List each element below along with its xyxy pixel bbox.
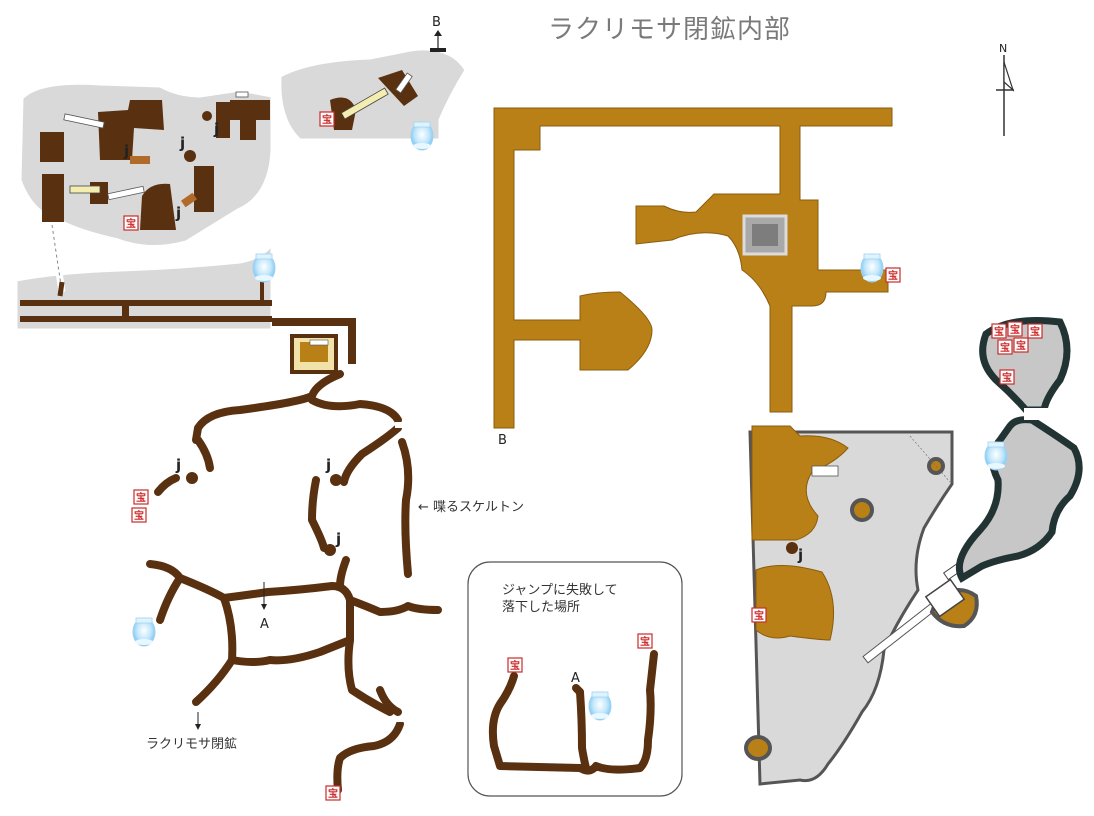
lower-east-cave: j (744, 425, 979, 786)
inset-caption-line2: 落下した場所 (502, 600, 580, 615)
treasure-chest-icon: 宝 (751, 607, 767, 623)
svg-text:宝: 宝 (134, 509, 144, 522)
svg-text:宝: 宝 (328, 787, 338, 800)
jump-point-label: j (213, 120, 219, 138)
treasure-chest-icon: 宝 (1013, 337, 1029, 353)
svg-text:宝: 宝 (322, 113, 332, 126)
inset-point-a-label: A (571, 671, 580, 686)
jump-point-label: j (335, 530, 341, 548)
treasure-chest-icon: 宝 (325, 785, 341, 801)
treasure-chest-icon: 宝 (997, 339, 1013, 355)
treasure-chest-icon: 宝 (885, 267, 901, 283)
point-a-label: A (260, 617, 269, 632)
svg-text:宝: 宝 (510, 659, 520, 672)
warp-crystal-icon (588, 691, 612, 721)
treasure-chest-icon: 宝 (123, 215, 139, 231)
treasure-chest-icon: 宝 (1007, 321, 1023, 337)
svg-text:宝: 宝 (1010, 323, 1020, 336)
warp-crystal-icon (132, 617, 156, 647)
central-passages: A ラクリモサ閉鉱 ← 喋るスケルトン j j j (146, 318, 524, 794)
talking-skeleton-label: ← 喋るスケルトン (418, 500, 524, 515)
exit-b-bottom-label: B (498, 433, 507, 448)
treasure-chest-icon: 宝 (319, 111, 335, 127)
map-title: ラクリモサ閉鉱内部 (548, 15, 791, 45)
north-arrow-icon: N (996, 42, 1015, 136)
treasure-chest-icon: 宝 (999, 369, 1015, 385)
exit-lacrimosa-label: ラクリモサ閉鉱 (146, 736, 237, 752)
warp-crystal-icon (410, 121, 434, 151)
treasure-chest-icon: 宝 (133, 489, 149, 505)
warp-crystal-icon (252, 253, 276, 283)
svg-text:宝: 宝 (1002, 371, 1012, 384)
treasure-chest-icon: 宝 (637, 633, 653, 649)
svg-text:宝: 宝 (888, 269, 898, 282)
inset-caption-line1: ジャンプに失敗して (502, 583, 618, 598)
svg-text:宝: 宝 (1000, 341, 1010, 354)
upper-west-cave: B j j j j (14, 15, 468, 332)
gold-main-hall: B (493, 107, 893, 448)
treasure-chest-icon: 宝 (507, 657, 523, 673)
north-label: N (999, 42, 1007, 55)
fall-location-inset: ジャンプに失敗して 落下した場所 A (467, 561, 683, 797)
svg-text:宝: 宝 (1016, 339, 1026, 352)
svg-text:宝: 宝 (994, 325, 1004, 338)
exit-b-top-label: B (432, 15, 441, 30)
treasure-chest-icon: 宝 (1027, 323, 1043, 339)
svg-text:宝: 宝 (640, 635, 650, 648)
ladder-icon (63, 72, 413, 201)
svg-text:宝: 宝 (754, 609, 764, 622)
svg-text:宝: 宝 (126, 217, 136, 230)
jump-point-label: j (175, 204, 181, 222)
warp-crystal-icon (984, 441, 1008, 471)
jump-point-label: j (797, 546, 803, 564)
svg-text:宝: 宝 (1030, 325, 1040, 338)
east-shaft-cave (955, 317, 1083, 583)
jump-point-label: j (179, 134, 185, 152)
treasure-chest-icon: 宝 (131, 507, 147, 523)
jump-point-label: j (325, 456, 331, 474)
jump-point-label: j (123, 142, 129, 160)
warp-crystal-icon (860, 253, 884, 283)
treasure-chest-icon: 宝 (991, 323, 1007, 339)
jump-point-label: j (175, 456, 181, 474)
svg-text:宝: 宝 (136, 491, 146, 504)
